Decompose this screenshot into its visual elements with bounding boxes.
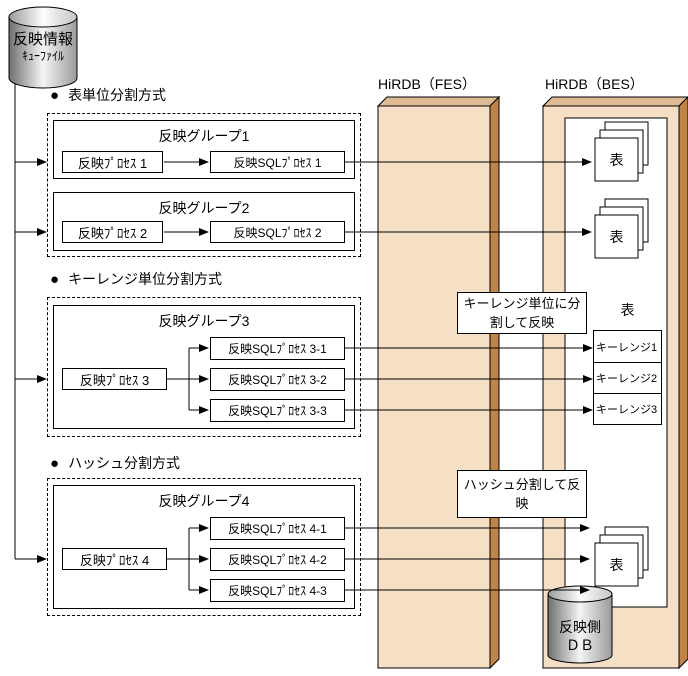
table-stack-1 [594, 121, 649, 182]
reflect-group-3-title: 反映グループ3 [158, 313, 250, 329]
section-1-dashed-box [47, 113, 361, 257]
reflect-sql-process-3-1-box: 反映SQLﾌﾟﾛｾｽ 3-1 [210, 337, 345, 360]
table-stack-1-label: 表 [609, 151, 624, 168]
db-cylinder [547, 585, 613, 664]
section-header-keyrange: ● キーレンジ単位分割方式 [50, 270, 223, 288]
queue-file-cylinder [8, 6, 78, 89]
bullet-icon: ● [50, 454, 60, 472]
section-3-dashed-box [47, 478, 361, 616]
reflect-group-2-box: 反映グループ2 [53, 192, 355, 251]
table-stack-2-label: 表 [609, 228, 624, 245]
bes-label: HiRDB（BES） [545, 76, 644, 92]
keyrange-row-1: キーレンジ1 [596, 341, 658, 354]
bullet-icon: ● [50, 86, 60, 104]
section-2-dashed-box [47, 297, 361, 437]
reflect-sql-process-4-2-box: 反映SQLﾌﾟﾛｾｽ 4-2 [210, 548, 345, 571]
reflect-sql-process-1-box: 反映SQLﾌﾟﾛｾｽ 1 [210, 151, 345, 173]
keyrange-row-3: キーレンジ3 [594, 393, 661, 424]
table-stack-3-label: 表 [609, 556, 624, 573]
reflect-sql-process-2-box: 反映SQLﾌﾟﾛｾｽ 2 [210, 221, 345, 243]
reflect-process-1-box: 反映ﾌﾟﾛｾｽ 1 [62, 151, 163, 173]
keyrange-table-label: 表 [620, 302, 635, 318]
section-header-table-unit: ● 表単位分割方式 [50, 86, 167, 104]
reflect-group-2-title: 反映グループ2 [158, 200, 250, 216]
reflect-group-3-box: 反映グループ3 [53, 305, 355, 429]
section-header-hash: ● ハッシュ分割方式 [50, 454, 181, 472]
fes-panel [376, 95, 501, 670]
annotation-hash-split: ハッシュ分割して反 映 [457, 470, 587, 518]
reflect-sql-process-3-2-box: 反映SQLﾌﾟﾛｾｽ 3-2 [210, 368, 345, 391]
connector-lines [14, 84, 593, 594]
reflect-group-4-title: 反映グループ4 [158, 493, 250, 509]
table-stack-2 [594, 198, 649, 259]
queue-file-label-line1: 反映情報 [12, 31, 73, 48]
reflect-process-2-box: 反映ﾌﾟﾛｾｽ 2 [62, 221, 163, 243]
queue-file-label-line2: ｷｭｰﾌｧｲﾙ [21, 49, 64, 63]
annotation-keyrange-split: キーレンジ単位に分 割して反映 [457, 292, 587, 334]
reflect-group-4-box: 反映グループ4 [53, 485, 355, 609]
keyrange-row-2: キーレンジ2 [594, 362, 661, 393]
db-cylinder-label-line1: 反映側 [559, 619, 601, 635]
reflect-group-1-title: 反映グループ1 [158, 128, 250, 144]
fes-label: HiRDB（FES） [378, 76, 477, 92]
keyrange-table: キーレンジ1 キーレンジ2 キーレンジ3 [593, 330, 662, 425]
db-cylinder-label-line2: ＤＢ [566, 637, 594, 653]
bullet-icon: ● [50, 270, 60, 288]
reflect-sql-process-4-1-box: 反映SQLﾌﾟﾛｾｽ 4-1 [210, 517, 345, 540]
reflect-process-4-box: 反映ﾌﾟﾛｾｽ 4 [62, 548, 167, 570]
table-stack-3 [594, 526, 649, 587]
reflect-process-3-box: 反映ﾌﾟﾛｾｽ 3 [62, 368, 167, 390]
reflect-group-1-box: 反映グループ1 [53, 120, 355, 179]
reflect-sql-process-4-3-box: 反映SQLﾌﾟﾛｾｽ 4-3 [210, 579, 345, 602]
reflect-sql-process-3-3-box: 反映SQLﾌﾟﾛｾｽ 3-3 [210, 399, 345, 422]
